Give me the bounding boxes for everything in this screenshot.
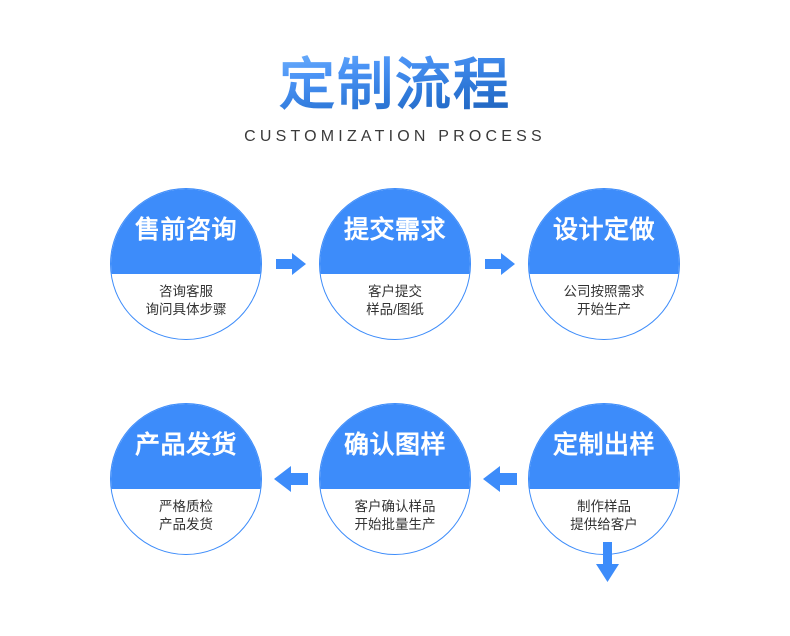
node-5-desc-line2: 开始批量生产 [354, 516, 436, 532]
process-node-4[interactable]: 定制出样 制作样品 提供给客户 [528, 403, 680, 555]
process-node-2[interactable]: 提交需求 客户提交 样品/图纸 [319, 188, 471, 340]
page-title: 定制流程 [279, 53, 511, 116]
node-1-title: 售前咨询 [134, 216, 237, 245]
connector-4-slot [471, 466, 528, 492]
node-4-body: 制作样品 提供给客户 [529, 489, 679, 554]
node-2-desc-line1: 客户提交 [368, 283, 422, 299]
node-4-cap: 定制出样 [529, 404, 679, 489]
process-row-bottom: 产品发货 严格质检 产品发货 确认图样 客户确认样品 开始批量生产 [0, 403, 790, 555]
node-2-body: 客户提交 样品/图纸 [320, 274, 470, 339]
node-6-desc-line1: 严格质检 [159, 498, 213, 514]
process-node-3[interactable]: 设计定做 公司按照需求 开始生产 [528, 188, 680, 340]
node-4-title: 定制出样 [552, 431, 655, 460]
connector-1-slot [262, 253, 319, 275]
arrow-left-icon [273, 466, 308, 492]
node-5-body: 客户确认样品 开始批量生产 [320, 489, 470, 554]
node-2-desc-line2: 样品/图纸 [366, 301, 424, 317]
connector-2-slot [471, 253, 528, 275]
node-4-desc-line2: 提供给客户 [570, 516, 638, 532]
node-4-desc-line1: 制作样品 [577, 498, 631, 514]
page-header: 定制流程 CUSTOMIZATION PROCESS [0, 52, 790, 146]
node-6-cap: 产品发货 [111, 404, 261, 489]
node-1-cap: 售前咨询 [111, 189, 261, 274]
node-1-body: 咨询客服 询问具体步骤 [111, 274, 261, 339]
node-3-desc-line2: 开始生产 [577, 301, 631, 317]
node-1-desc-line1: 咨询客服 [159, 283, 213, 299]
process-node-1[interactable]: 售前咨询 咨询客服 询问具体步骤 [110, 188, 262, 340]
page-subtitle: CUSTOMIZATION PROCESS [244, 128, 546, 145]
arrow-right-icon [484, 253, 515, 275]
node-3-body: 公司按照需求 开始生产 [529, 274, 679, 339]
node-6-desc-line2: 产品发货 [159, 516, 213, 532]
process-node-5[interactable]: 确认图样 客户确认样品 开始批量生产 [319, 403, 471, 555]
process-row-top: 售前咨询 咨询客服 询问具体步骤 提交需求 客户提交 样品/图纸 [0, 188, 790, 340]
node-1-desc-line2: 询问具体步骤 [145, 301, 227, 317]
arrow-down-icon [596, 542, 619, 582]
node-5-cap: 确认图样 [320, 404, 470, 489]
node-3-title: 设计定做 [552, 216, 655, 245]
node-6-title: 产品发货 [134, 431, 237, 460]
process-node-6[interactable]: 产品发货 严格质检 产品发货 [110, 403, 262, 555]
node-2-title: 提交需求 [343, 216, 446, 245]
node-3-desc-line1: 公司按照需求 [563, 283, 645, 299]
node-2-cap: 提交需求 [320, 189, 470, 274]
node-3-cap: 设计定做 [529, 189, 679, 274]
process-flow: 售前咨询 咨询客服 询问具体步骤 提交需求 客户提交 样品/图纸 [0, 188, 790, 582]
arrow-left-icon [482, 466, 517, 492]
connector-5-slot [262, 466, 319, 492]
arrow-right-icon [275, 253, 306, 275]
node-5-desc-line1: 客户确认样品 [354, 498, 436, 514]
node-5-title: 确认图样 [343, 431, 446, 460]
node-6-body: 严格质检 产品发货 [111, 489, 261, 554]
